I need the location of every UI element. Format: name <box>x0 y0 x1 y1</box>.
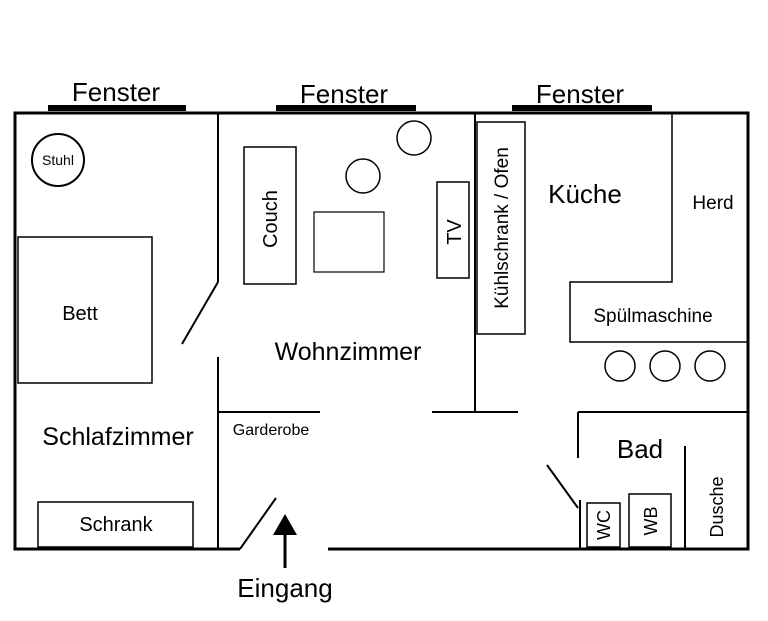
bar-stool-icon <box>694 350 726 382</box>
washbasin <box>628 493 672 548</box>
window-label: Fenster <box>72 77 160 107</box>
window-label: Fenster <box>300 79 388 109</box>
washbasin-label: WB <box>641 507 661 536</box>
bar-stool-icon <box>604 350 636 382</box>
entrance-label: Eingang <box>237 573 332 603</box>
bed-label: Bett <box>62 303 98 325</box>
room-label-kitchen: Küche <box>548 179 622 209</box>
room-label-bathroom: Bad <box>617 434 663 464</box>
stove-label: Herd <box>692 193 733 214</box>
bar-stool-icon <box>649 350 681 382</box>
window-bar-right <box>512 105 652 111</box>
round-seat-icon <box>345 158 381 194</box>
kitchen-counter <box>569 113 748 343</box>
coffee-table <box>313 211 385 273</box>
outer-walls <box>13 111 750 551</box>
dishwasher-label: Spülmaschine <box>593 306 712 327</box>
entrance-arrow-icon <box>273 514 297 568</box>
interior-walls <box>181 113 748 550</box>
window-bar-left <box>48 105 186 111</box>
round-seat-icon <box>396 120 432 156</box>
cloakroom-label: Garderobe <box>233 422 310 439</box>
fridge-oven-label: Kühlschrank / Ofen <box>492 147 513 309</box>
chair-icon <box>31 133 85 187</box>
toilet-label: WC <box>594 510 614 540</box>
shower-label: Dusche <box>707 476 727 537</box>
couch <box>243 146 297 285</box>
room-label-living-room: Wohnzimmer <box>275 338 422 366</box>
toilet <box>586 502 621 548</box>
wardrobe <box>37 501 194 548</box>
bed <box>17 236 153 384</box>
chair-label: Stuhl <box>42 152 74 168</box>
fridge-oven-unit <box>476 121 526 335</box>
window-label: Fenster <box>536 79 624 109</box>
wardrobe-label: Schrank <box>79 514 153 536</box>
tv-unit <box>436 181 470 279</box>
couch-label: Couch <box>260 190 282 248</box>
window-bar-middle <box>276 105 416 111</box>
tv-label: TV <box>444 219 466 245</box>
room-label-bedroom: Schlafzimmer <box>42 423 193 451</box>
